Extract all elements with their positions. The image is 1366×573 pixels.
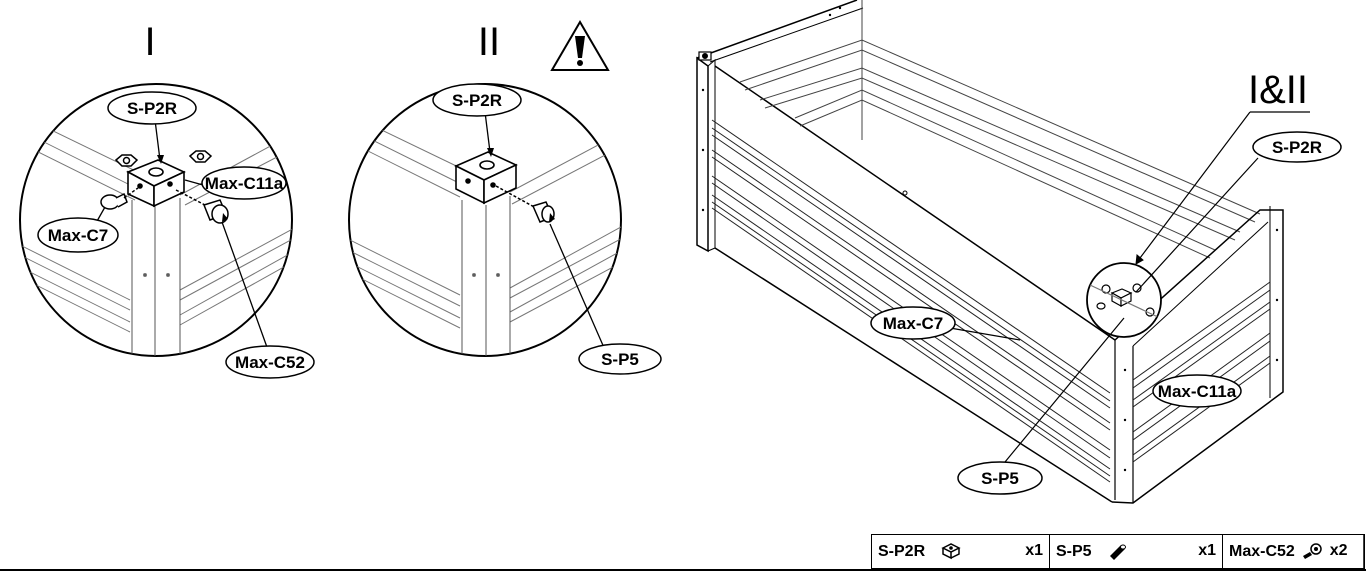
- callout-nut: [225, 345, 315, 379]
- overview-callout-end-panel-label: Max-C11a: [1158, 382, 1237, 401]
- part-name: S-P5: [1056, 542, 1092, 560]
- bolt-nut-icon: [1303, 543, 1323, 560]
- callout-side-panel: [201, 166, 287, 200]
- overview-callout-long-panel: [870, 306, 956, 340]
- overview-callout-end-panel: [1152, 374, 1242, 408]
- callout-pin-label: S-P5: [601, 350, 639, 369]
- pin-icon: [1110, 544, 1127, 561]
- callout-bolt-label: Max-C7: [48, 226, 108, 245]
- raised-bed-overview: [696, 0, 1310, 504]
- detail-two-circle: [348, 83, 622, 357]
- callout-side-panel-label: Max-C11a: [205, 174, 284, 193]
- detail-one: I: [19, 20, 315, 379]
- callout-bracket-label: S-P2R: [127, 99, 177, 118]
- detail-one-bracket: [126, 159, 186, 208]
- detail-two-bracket: [454, 151, 518, 205]
- part-cell-pin: S-P5 x1: [1049, 534, 1223, 569]
- overview-callout-bracket: [1252, 131, 1342, 163]
- overview-callout-long-panel-label: Max-C7: [883, 314, 943, 333]
- part-cell-bolt-nut: Max-C52 x2: [1222, 534, 1365, 569]
- part-name: S-P2R: [878, 542, 926, 560]
- callout-nut-label: Max-C52: [235, 353, 305, 372]
- overview-callout-pin: [957, 461, 1043, 495]
- part-qty: x2: [1329, 542, 1348, 560]
- parts-list-table: S-P2R x1 S-P5 x1 Max-C52 x2: [871, 534, 1365, 569]
- detail-two: II: [348, 20, 662, 375]
- part-cell-bracket: S-P2R x1: [871, 534, 1050, 569]
- detail-one-title: I: [144, 20, 155, 64]
- corner-bracket-icon: [940, 543, 961, 560]
- overview-callout-pin-label: S-P5: [981, 469, 1019, 488]
- callout-bracket-two: [432, 83, 522, 117]
- warning-triangle-icon: [550, 20, 610, 71]
- overview-detail-title: I&II: [1248, 68, 1308, 112]
- callout-pin: [578, 343, 662, 375]
- overview-callout-bracket-label: S-P2R: [1272, 138, 1322, 157]
- callout-bolt: [37, 217, 119, 253]
- callout-bracket: [107, 91, 197, 125]
- part-qty: x1: [1025, 542, 1043, 560]
- detail-two-title: II: [478, 20, 500, 64]
- detail-one-circle: [19, 83, 293, 357]
- callout-bracket-two-label: S-P2R: [452, 91, 502, 110]
- part-qty: x1: [1198, 542, 1216, 560]
- parts-list-row: S-P2R x1 S-P5 x1 Max-C52 x2: [871, 534, 1365, 569]
- part-name: Max-C52: [1229, 542, 1295, 560]
